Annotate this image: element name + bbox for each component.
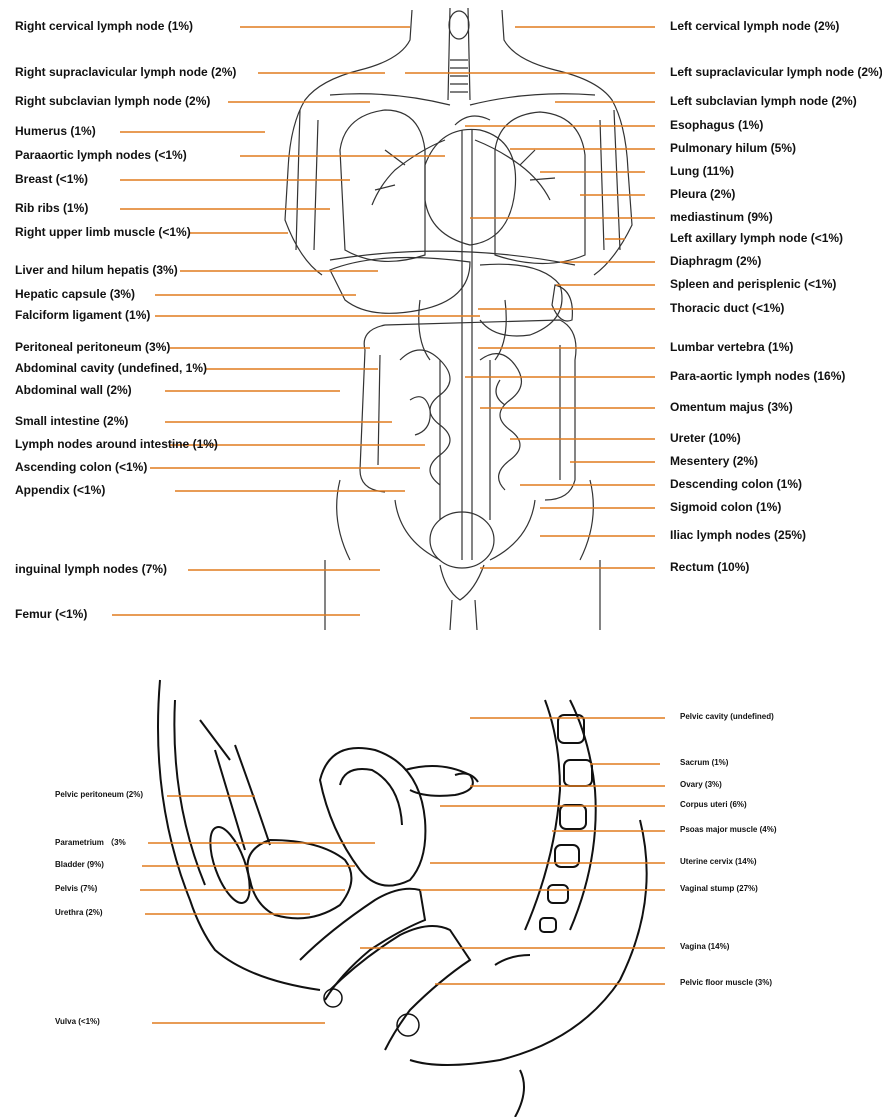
label-top-right-9: Diaphragm (2%) [670, 254, 761, 268]
label-top-right-17: Descending colon (1%) [670, 477, 802, 491]
label-top-right-18: Sigmoid colon (1%) [670, 500, 781, 514]
label-top-left-17: Appendix (<1%) [15, 483, 105, 497]
label-bottom-right-8: Pelvic floor muscle (3%) [680, 978, 772, 987]
label-top-right-8: Left axillary lymph node (<1%) [670, 231, 843, 245]
label-top-left-12: Abdominal cavity (undefined, 1%) [15, 361, 207, 375]
label-top-left-18: inguinal lymph nodes (7%) [15, 562, 167, 576]
label-bottom-right-1: Sacrum (1%) [680, 758, 728, 767]
label-top-left-11: Peritoneal peritoneum (3%) [15, 340, 170, 354]
label-top-right-19: Iliac lymph nodes (25%) [670, 528, 806, 542]
label-top-right-3: Esophagus (1%) [670, 118, 763, 132]
label-bottom-left-1: Parametrium （3% [55, 837, 126, 848]
label-top-left-3: Humerus (1%) [15, 124, 96, 138]
label-bottom-right-0: Pelvic cavity (undefined) [680, 712, 774, 721]
label-top-right-12: Lumbar vertebra (1%) [670, 340, 793, 354]
label-bottom-right-4: Psoas major muscle (4%) [680, 825, 776, 834]
label-top-left-0: Right cervical lymph node (1%) [15, 19, 193, 33]
label-bottom-right-6: Vaginal stump (27%) [680, 884, 758, 893]
label-top-left-2: Right subclavian lymph node (2%) [15, 94, 210, 108]
label-top-left-9: Hepatic capsule (3%) [15, 287, 135, 301]
label-bottom-left-0: Pelvic peritoneum (2%) [55, 790, 143, 799]
label-bottom-right-5: Uterine cervix (14%) [680, 857, 756, 866]
label-top-right-13: Para-aortic lymph nodes (16%) [670, 369, 845, 383]
label-top-left-16: Ascending colon (<1%) [15, 460, 147, 474]
label-top-right-5: Lung (11%) [670, 164, 734, 178]
label-top-right-11: Thoracic duct (<1%) [670, 301, 784, 315]
label-top-right-6: Pleura (2%) [670, 187, 735, 201]
label-top-left-5: Breast (<1%) [15, 172, 88, 186]
label-top-right-20: Rectum (10%) [670, 560, 749, 574]
label-top-left-7: Right upper limb muscle (<1%) [15, 225, 191, 239]
label-top-right-4: Pulmonary hilum (5%) [670, 141, 796, 155]
label-bottom-left-4: Urethra (2%) [55, 908, 103, 917]
label-bottom-right-7: Vagina (14%) [680, 942, 729, 951]
label-top-right-7: mediastinum (9%) [670, 210, 773, 224]
label-top-left-10: Falciform ligament (1%) [15, 308, 150, 322]
label-top-right-15: Ureter (10%) [670, 431, 741, 445]
label-top-left-13: Abdominal wall (2%) [15, 383, 132, 397]
label-top-right-1: Left supraclavicular lymph node (2%) [670, 65, 882, 79]
label-top-right-0: Left cervical lymph node (2%) [670, 19, 839, 33]
label-bottom-left-5: Vulva (<1%) [55, 1017, 100, 1026]
label-bottom-left-3: Pelvis (7%) [55, 884, 97, 893]
label-top-left-15: Lymph nodes around intestine (1%) [15, 437, 218, 451]
label-top-left-19: Femur (<1%) [15, 607, 87, 621]
label-top-right-14: Omentum majus (3%) [670, 400, 793, 414]
label-top-left-1: Right supraclavicular lymph node (2%) [15, 65, 236, 79]
label-bottom-right-3: Corpus uteri (6%) [680, 800, 747, 809]
label-top-left-4: Paraaortic lymph nodes (<1%) [15, 148, 187, 162]
label-top-right-10: Spleen and perisplenic (<1%) [670, 277, 836, 291]
label-bottom-right-2: Ovary (3%) [680, 780, 722, 789]
label-top-left-6: Rib ribs (1%) [15, 201, 88, 215]
label-top-right-2: Left subclavian lymph node (2%) [670, 94, 857, 108]
pelvis-sagittal-drawing [158, 680, 647, 1117]
label-bottom-left-2: Bladder (9%) [55, 860, 104, 869]
label-top-right-16: Mesentery (2%) [670, 454, 758, 468]
label-top-left-8: Liver and hilum hepatis (3%) [15, 263, 178, 277]
label-top-left-14: Small intestine (2%) [15, 414, 128, 428]
